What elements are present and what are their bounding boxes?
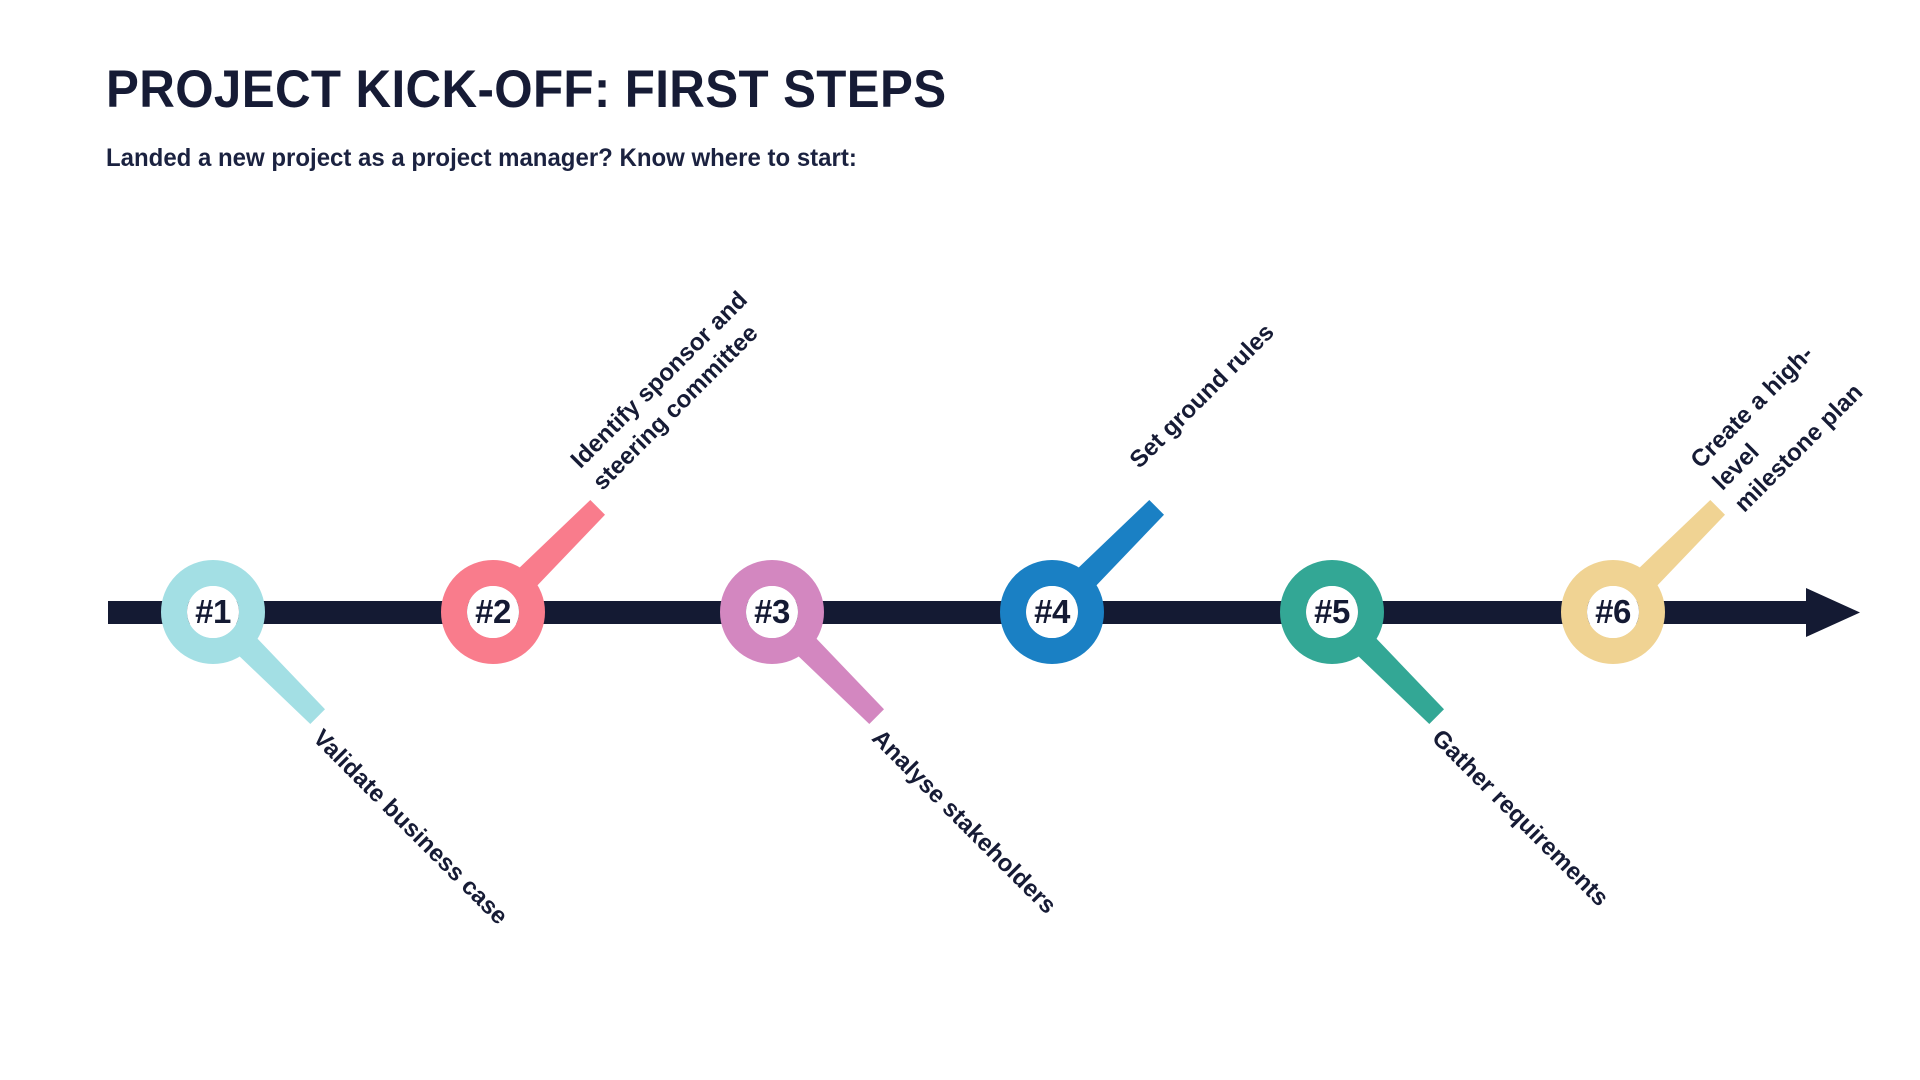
step-stem-5: [1347, 627, 1444, 724]
step-ring-center-6: [1587, 586, 1639, 638]
header: PROJECT KICK-OFF: FIRST STEPS Landed a n…: [106, 60, 1606, 173]
step-ring-5[interactable]: [1280, 560, 1384, 664]
step-ring-center-4: [1026, 586, 1078, 638]
step-rings: [161, 560, 1665, 664]
step-ring-4[interactable]: [1000, 560, 1104, 664]
step-ring-2[interactable]: [441, 560, 545, 664]
step-ring-6[interactable]: [1561, 560, 1665, 664]
step-stem-1: [228, 627, 325, 724]
step-ring-3[interactable]: [720, 560, 824, 664]
step-stem-2: [508, 500, 605, 597]
step-stem-3: [787, 627, 884, 724]
page-subtitle: Landed a new project as a project manage…: [106, 144, 857, 173]
step-ring-center-5: [1306, 586, 1358, 638]
step-ring-center-1: [187, 586, 239, 638]
step-ring-center-3: [746, 586, 798, 638]
timeline-arrowhead: [1806, 588, 1860, 637]
step-ring-center-2: [467, 586, 519, 638]
step-ring-1[interactable]: [161, 560, 265, 664]
step-stem-4: [1067, 500, 1164, 597]
step-stem-6: [1628, 500, 1725, 597]
page-title: PROJECT KICK-OFF: FIRST STEPS: [106, 60, 947, 119]
step-stems: [228, 500, 1725, 724]
